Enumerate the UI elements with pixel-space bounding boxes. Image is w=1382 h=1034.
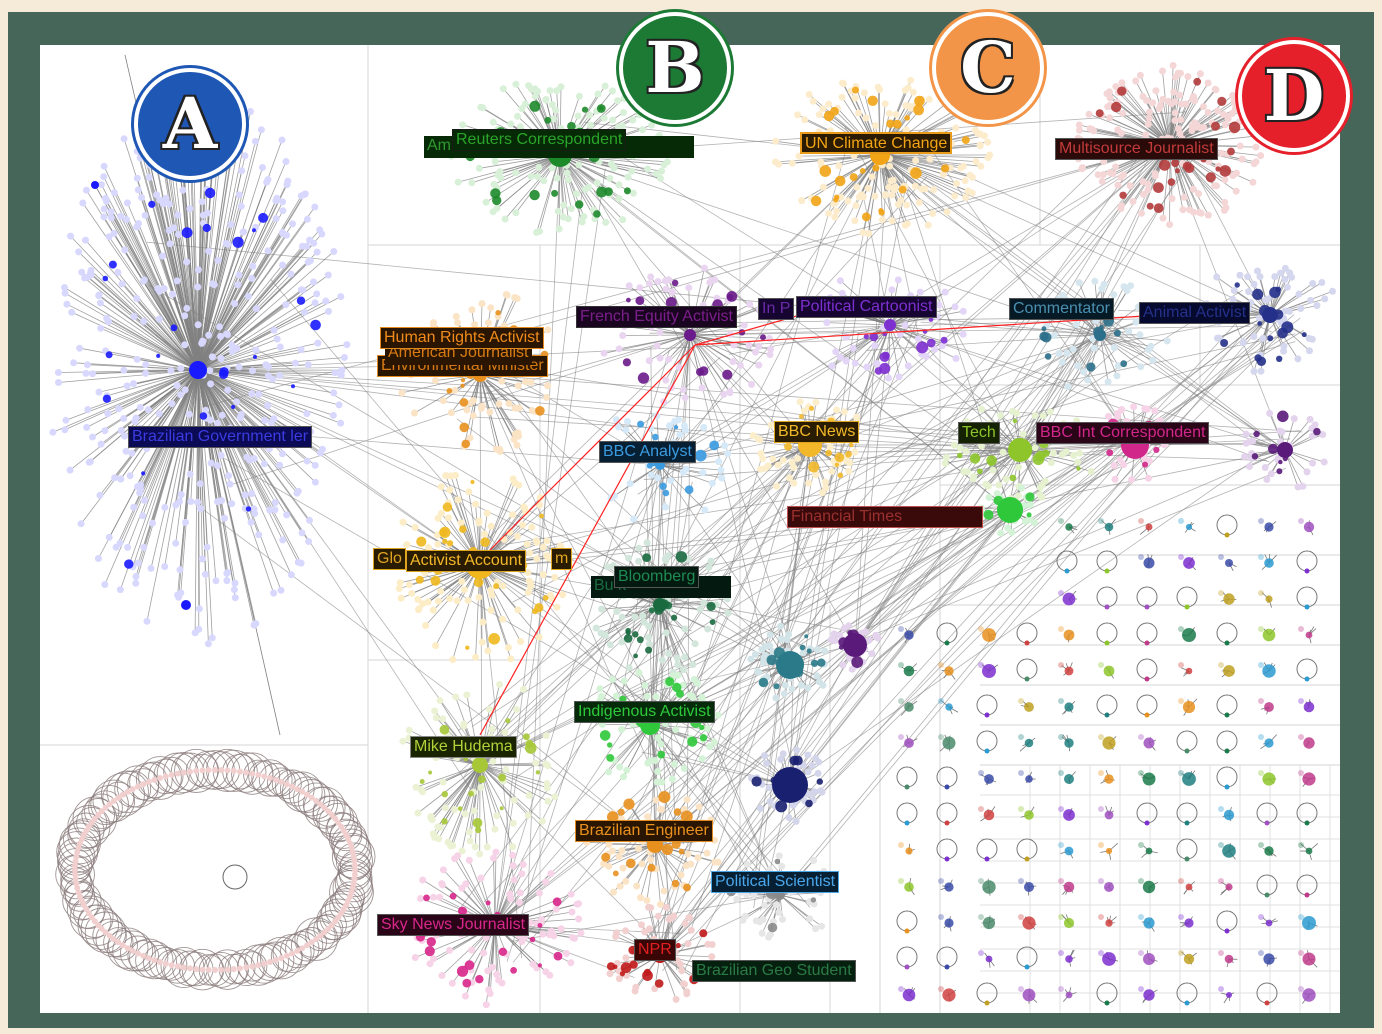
label-political-scientist[interactable]: Political Scientist xyxy=(711,871,840,893)
label-bbc-news[interactable]: BBC News xyxy=(774,421,860,443)
label-un-climate-change[interactable]: UN Climate Change xyxy=(800,132,953,154)
label-french-equity-activist[interactable]: French Equity Activist xyxy=(576,306,737,328)
badge-d: D xyxy=(1238,40,1350,152)
label-indigenous-activist[interactable]: Indigenous Activist xyxy=(574,701,715,723)
label-mike-hudema[interactable]: Mike Hudema xyxy=(410,736,517,758)
label-activist-side: Glo xyxy=(373,548,406,570)
node-layer xyxy=(49,62,1336,1009)
badge-b: B xyxy=(619,12,731,124)
badge-b-letter: B xyxy=(645,26,705,109)
label-reuters-correspondent[interactable]: Reuters Correspondent xyxy=(452,129,627,151)
label-brazilian-geo-student[interactable]: Brazilian Geo Student xyxy=(692,960,856,982)
label-brazilian-engineer[interactable]: Brazilian Engineer xyxy=(575,820,713,842)
label-bbc-int-correspondent[interactable]: BBC Int Correspondent xyxy=(1036,422,1210,444)
network-graph xyxy=(40,45,1340,1013)
badge-a-letter: A xyxy=(162,82,218,165)
label-bloomberg[interactable]: Bloomberg xyxy=(614,566,700,588)
label-financial-times[interactable]: Financial Times xyxy=(787,506,983,528)
label-political-cartoonist-prefix: In P xyxy=(758,298,795,320)
label-sky-news-journalist[interactable]: Sky News Journalist xyxy=(377,914,530,936)
label-activist-side-end: m xyxy=(551,548,573,570)
label-npr[interactable]: NPR xyxy=(634,939,676,961)
label-commentator[interactable]: Commentator xyxy=(1009,298,1114,320)
highlighted-edges xyxy=(479,314,1161,736)
label-bbc-analyst[interactable]: BBC Analyst xyxy=(599,441,696,463)
badge-a: A xyxy=(134,68,246,180)
label-tech[interactable]: Tech xyxy=(958,422,1000,444)
badge-c-letter: C xyxy=(960,26,1016,109)
label-brazilian-government[interactable]: Brazilian Government ler xyxy=(128,426,313,448)
label-activist-account[interactable]: Activist Account xyxy=(406,550,527,572)
group-grid-lines xyxy=(40,45,1340,1013)
label-political-cartoonist[interactable]: Political Cartoonist xyxy=(796,296,937,318)
label-animal-activist[interactable]: Animal Activist xyxy=(1139,302,1251,324)
badge-c: C xyxy=(932,12,1044,124)
label-human-rights-activist[interactable]: Human Rights Activist xyxy=(380,327,544,349)
badge-d-letter: D xyxy=(1263,54,1325,137)
network-graph-panel: Brazilian Government ler Am tlet Reuters… xyxy=(40,45,1340,1013)
label-multisource-journalist[interactable]: Multisource Journalist xyxy=(1055,138,1218,160)
